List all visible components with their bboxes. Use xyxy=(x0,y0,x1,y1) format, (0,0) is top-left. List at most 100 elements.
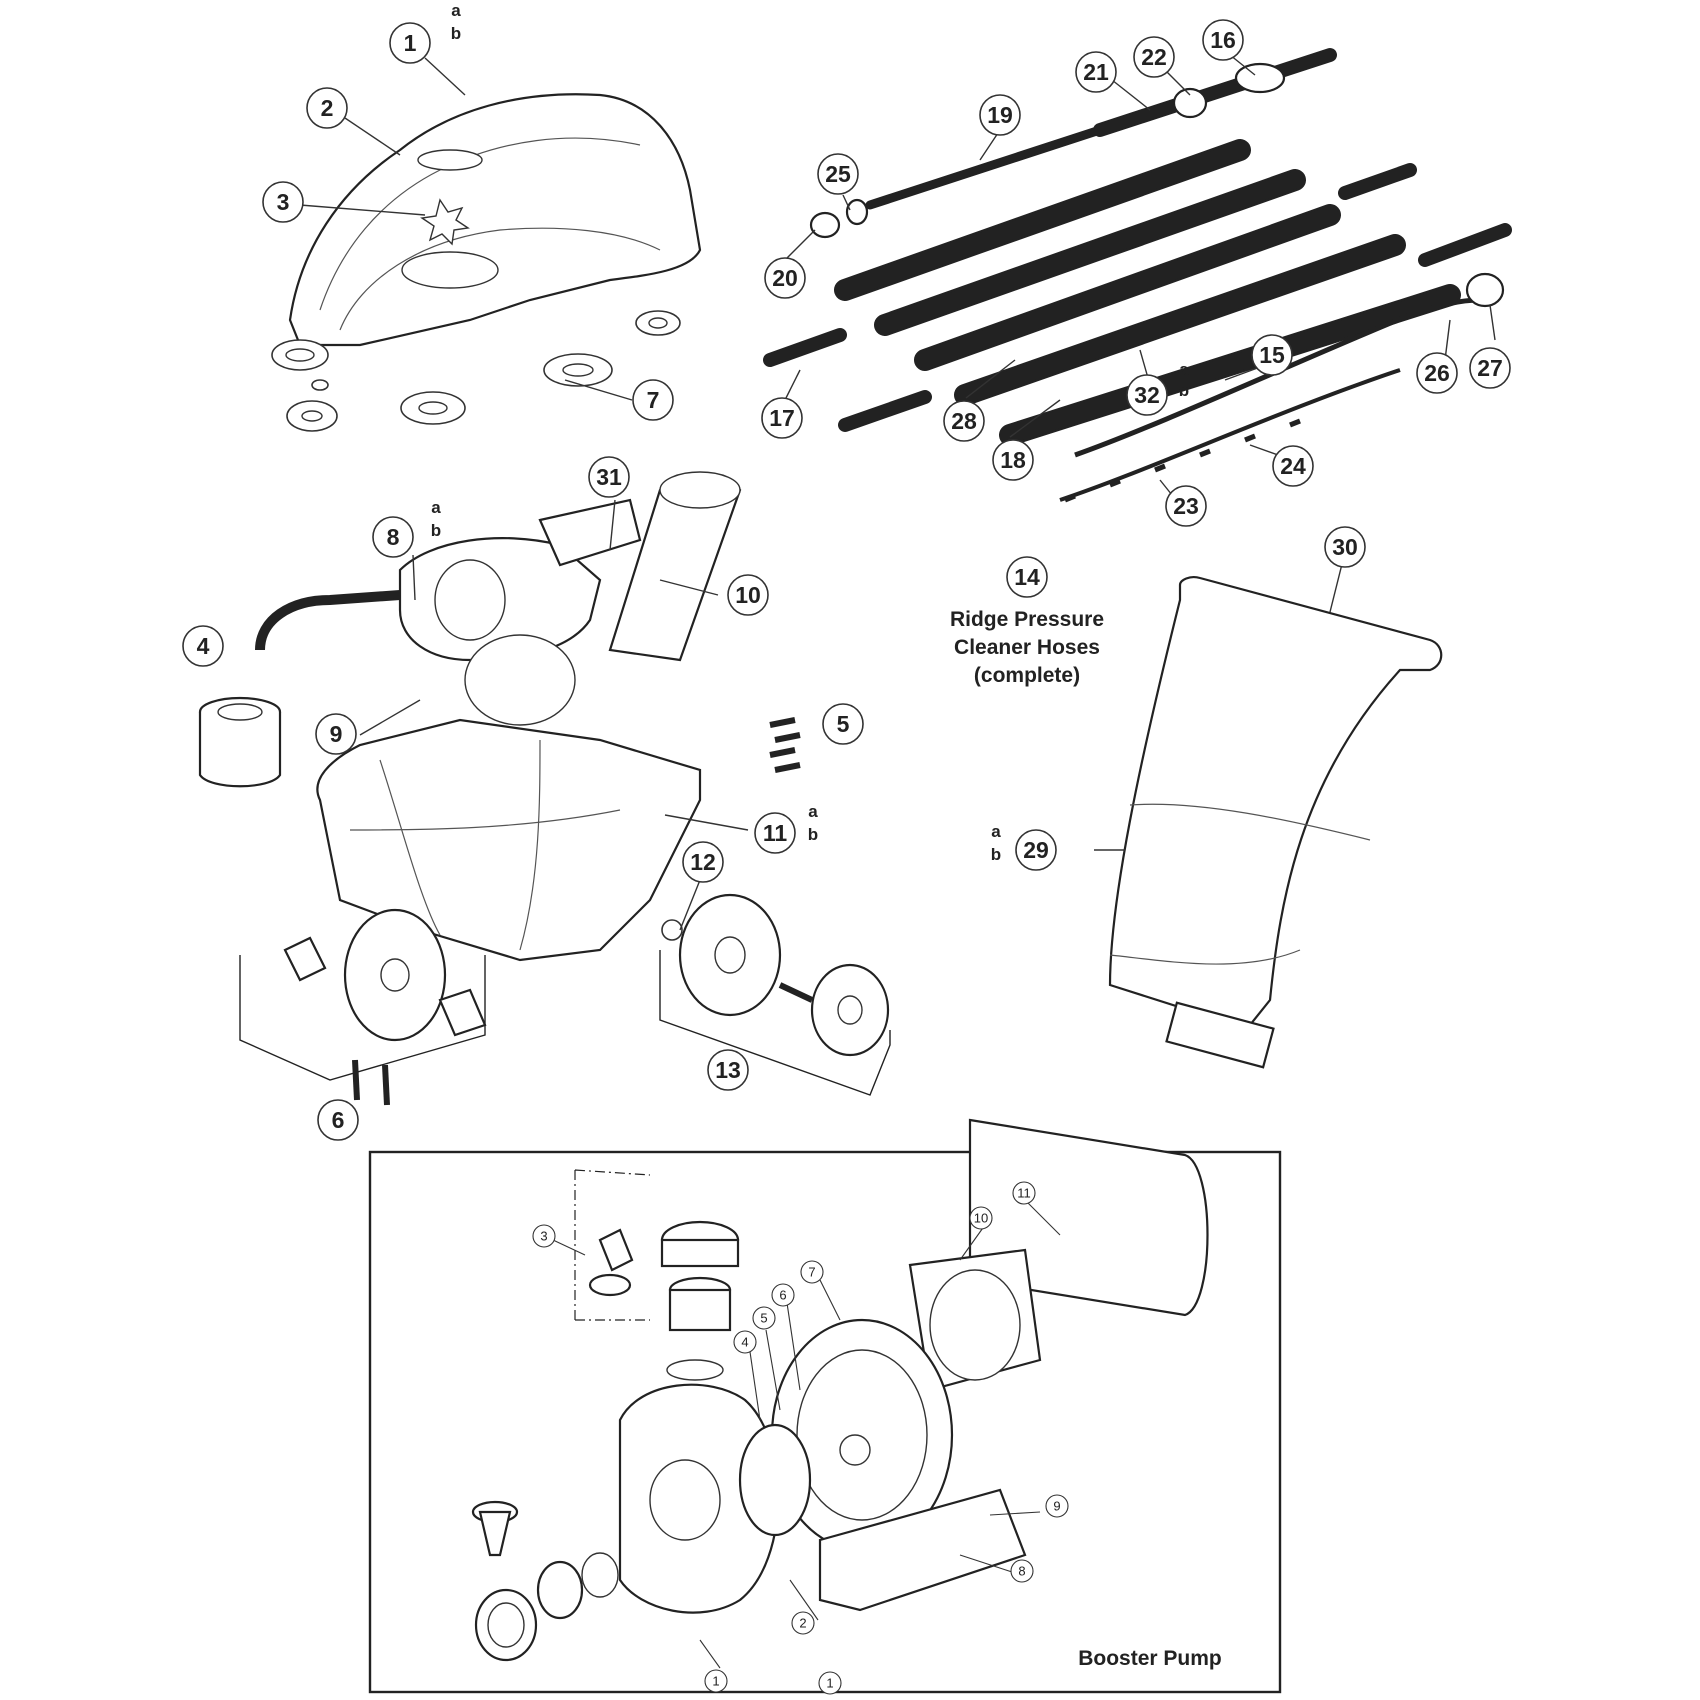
callout-c8: 8 xyxy=(372,516,414,558)
callout-c31: 31 xyxy=(588,456,630,498)
part-13-wheel-kit xyxy=(659,893,891,1096)
callout-circle-c4 xyxy=(182,625,224,667)
callout-label-c22: 22 xyxy=(1141,44,1167,70)
callout-label-c32: 32 xyxy=(1134,382,1160,408)
callout-c6: 6 xyxy=(317,1099,359,1141)
callout-circle-c30 xyxy=(1324,526,1366,568)
callout-circle-c16 xyxy=(1202,19,1244,61)
callout-c13: 13 xyxy=(707,1049,749,1091)
callout-c24: 24 xyxy=(1272,445,1314,487)
callout-label-p1a: 1 xyxy=(712,1674,719,1689)
callout-c23: 23 xyxy=(1165,485,1207,527)
callout-label-c4: 4 xyxy=(197,633,210,659)
callout-suffix-c1-a: a xyxy=(451,1,461,20)
callout-p7: 7 xyxy=(800,1260,824,1284)
pump-leader-lines xyxy=(552,1199,1061,1669)
callout-label-c24: 24 xyxy=(1280,453,1306,479)
callout-14-label: 14 xyxy=(1014,564,1040,590)
callout-label-c29: 29 xyxy=(1023,837,1049,863)
callout-suffix-c11-a: a xyxy=(808,802,818,821)
callout-c4: 4 xyxy=(182,625,224,667)
callout-circle-p9 xyxy=(1045,1494,1069,1518)
callout-label-c16: 16 xyxy=(1210,27,1236,53)
callout-label-p3: 3 xyxy=(540,1229,547,1244)
callout-label-c26: 26 xyxy=(1424,360,1450,386)
callout-circle-c1 xyxy=(389,22,431,64)
callout-label-p10: 10 xyxy=(974,1211,988,1226)
callout-circle-p10 xyxy=(969,1206,993,1230)
part-6-wheel-kit xyxy=(239,908,487,1106)
callout-circle-c31 xyxy=(588,456,630,498)
title-line-1: Ridge Pressure xyxy=(950,608,1104,631)
callout-label-c18: 18 xyxy=(1000,447,1026,473)
callout-circle-c26 xyxy=(1416,352,1458,394)
callout-circle-c11 xyxy=(754,812,796,854)
booster-pump-title: Booster Pump xyxy=(1078,1647,1222,1670)
callout-label-c9: 9 xyxy=(330,721,343,747)
leaf-bag xyxy=(1108,576,1443,1069)
callout-circle-p11 xyxy=(1012,1181,1036,1205)
callout-circle-p5 xyxy=(752,1306,776,1330)
callout-label-p11: 11 xyxy=(1017,1186,1031,1201)
title-line-2: Cleaner Hoses xyxy=(954,636,1100,659)
callout-circle-p3 xyxy=(532,1224,556,1248)
callout-circle-c20 xyxy=(764,257,806,299)
callout-label-c13: 13 xyxy=(715,1057,741,1083)
callout-p2: 2 xyxy=(791,1611,815,1635)
callout-label-c28: 28 xyxy=(951,408,977,434)
callout-c15: 15 xyxy=(1251,334,1293,376)
callout-label-p6: 6 xyxy=(779,1288,786,1303)
callout-suffix-c32-a: a xyxy=(1179,360,1189,379)
callout-suffix-c29-a: a xyxy=(991,822,1001,841)
callout-c1: 1 xyxy=(389,22,431,64)
callout-circle-c28 xyxy=(943,400,985,442)
callout-c21: 21 xyxy=(1075,51,1117,93)
callout-suffix-c29-b: b xyxy=(991,845,1001,864)
callout-label-p7: 7 xyxy=(808,1265,815,1280)
leader-lines xyxy=(299,54,1496,931)
callout-circle-p8 xyxy=(1010,1559,1034,1583)
callout-c9: 9 xyxy=(315,713,357,755)
callout-suffix-c8-a: a xyxy=(431,498,441,517)
callout-c22: 22 xyxy=(1133,36,1175,78)
callout-p1b: 1 xyxy=(818,1671,842,1695)
callout-p1a: 1 xyxy=(704,1669,728,1693)
callout-circle-c29 xyxy=(1015,829,1057,871)
callout-label-c8: 8 xyxy=(387,524,400,550)
callout-label-c2: 2 xyxy=(321,95,334,121)
callout-circle-p2 xyxy=(791,1611,815,1635)
callout-label-p8: 8 xyxy=(1018,1564,1025,1579)
callout-circle-p6 xyxy=(771,1283,795,1307)
callout-label-p4: 4 xyxy=(741,1335,748,1350)
title-line-3: (complete) xyxy=(974,664,1080,687)
callout-circle-p4 xyxy=(733,1330,757,1354)
callout-c30: 30 xyxy=(1324,526,1366,568)
callout-label-c27: 27 xyxy=(1477,355,1503,381)
callout-c11: 11 xyxy=(754,812,796,854)
callout-c16: 16 xyxy=(1202,19,1244,61)
callout-label-p1b: 1 xyxy=(826,1676,833,1691)
callout-p3: 3 xyxy=(532,1224,556,1248)
callout-circle-c6 xyxy=(317,1099,359,1141)
callout-label-p5: 5 xyxy=(760,1311,767,1326)
callout-circle-c21 xyxy=(1075,51,1117,93)
callout-c18: 18 xyxy=(992,439,1034,481)
callout-circle-c2 xyxy=(306,87,348,129)
callout-layer: 1ab2345678ab91011ab121315161718192021222… xyxy=(182,1,1511,1141)
callout-suffix-c1-b: b xyxy=(451,24,461,43)
callout-p6: 6 xyxy=(771,1283,795,1307)
callout-label-c21: 21 xyxy=(1083,59,1109,85)
callout-p9: 9 xyxy=(1045,1494,1069,1518)
cleaner-top-cover xyxy=(288,93,702,347)
callout-circle-p1b xyxy=(818,1671,842,1695)
callout-circle-c5 xyxy=(822,703,864,745)
callout-label-c19: 19 xyxy=(987,102,1013,128)
callout-label-p9: 9 xyxy=(1053,1499,1060,1514)
callout-circle-p7 xyxy=(800,1260,824,1284)
callout-circle-c9 xyxy=(315,713,357,755)
callout-label-c25: 25 xyxy=(825,161,851,187)
callout-c27: 27 xyxy=(1469,347,1511,389)
callout-c7: 7 xyxy=(632,379,674,421)
